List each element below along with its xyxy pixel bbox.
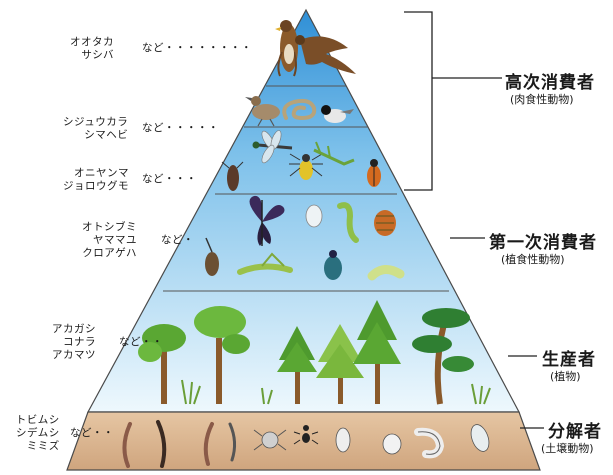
consumer-bracket: [404, 12, 432, 190]
tree-name-1: アカガシ: [52, 323, 96, 336]
herbivore-name-2: ヤママユ: [92, 234, 137, 247]
birds-suffix: など・・・・・: [142, 122, 219, 135]
level-title-higher-consumer: 高次消費者: [505, 68, 595, 93]
dragonfly-name-2: ジョロウグモ: [63, 180, 129, 193]
label-dragonfly-spider: オニヤンマ ジョロウグモ: [63, 167, 129, 193]
level-title-primary-consumer: 第一次消費者: [489, 228, 597, 253]
dragonfly-name-1: オニヤンマ: [63, 167, 129, 180]
level-subtitle-decomposer: (土壌動物): [541, 440, 594, 456]
soil-name-2: シデムシ: [16, 427, 60, 440]
level-subtitle-producer: (植物): [550, 368, 581, 384]
label-herbivores: オトシブミ ヤママユ クロアゲハ: [82, 221, 137, 260]
soil-name-1: トビムシ: [12, 414, 60, 427]
level-title-producer: 生産者: [542, 345, 596, 370]
label-soil: トビムシ シデムシ ミミズ: [12, 414, 60, 453]
birds-name-2: シマヘビ: [63, 129, 128, 142]
label-trees: アカガシ コナラ アカマツ: [52, 323, 96, 362]
trees-suffix: など・・: [119, 336, 163, 349]
soil-name-3: ミミズ: [12, 440, 60, 453]
springtail-icon: [383, 434, 401, 454]
herbivore-name-3: クロアゲハ: [82, 247, 137, 260]
herbivore-name-1: オトシブミ: [82, 221, 137, 234]
label-hawks: オオタカ サシバ: [70, 36, 114, 62]
level-title-decomposer: 分解者: [548, 417, 602, 442]
moth-pupa-icon: [306, 205, 322, 227]
tree-name-2: コナラ: [60, 336, 96, 349]
herbivores-suffix: など・: [161, 234, 194, 247]
tree-name-3: アカマツ: [52, 349, 96, 362]
springtail-icon: [336, 428, 350, 452]
hawks-suffix: など・・・・・・・・: [142, 42, 252, 55]
hawks-name-2: サシバ: [70, 49, 114, 62]
stink-bug-icon: [374, 210, 396, 236]
birds-name-1: シジュウカラ: [63, 116, 128, 129]
soil-suffix: など・・: [70, 427, 114, 440]
hawks-name-1: オオタカ: [70, 36, 114, 49]
label-birds-snakes: シジュウカラ シマヘビ: [63, 116, 128, 142]
level-subtitle-higher-consumer: (肉食性動物): [510, 91, 574, 107]
level-subtitle-primary-consumer: (植食性動物): [501, 251, 565, 267]
dragonfly-suffix: など・・・: [142, 173, 197, 186]
